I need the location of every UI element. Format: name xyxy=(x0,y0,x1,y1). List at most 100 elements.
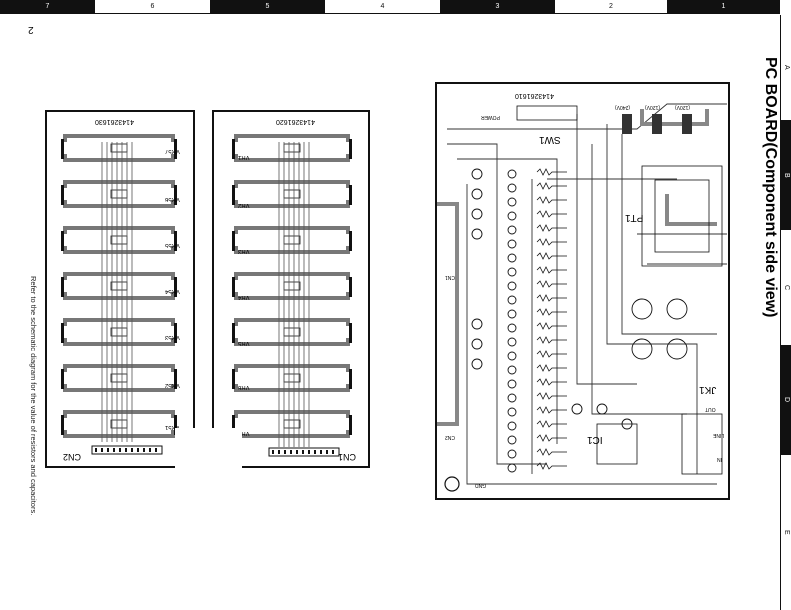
capacitor xyxy=(507,281,517,291)
transformer-label: PT1 xyxy=(625,212,644,223)
capacitor xyxy=(507,351,517,361)
capacitor xyxy=(471,318,483,330)
resistor xyxy=(536,210,567,218)
slider-footprint xyxy=(61,364,177,392)
slider-footprint xyxy=(232,318,352,346)
resistor xyxy=(536,294,567,302)
control-label: VR57 xyxy=(165,148,181,154)
column-label: 1 xyxy=(667,0,780,14)
capacitor xyxy=(507,211,517,221)
row-label: A xyxy=(781,15,791,120)
connector-label: CN2 xyxy=(445,434,456,440)
ic-label: IC1 xyxy=(587,434,603,445)
voltage-label: (120V) xyxy=(675,104,691,110)
capacitor xyxy=(666,298,688,320)
voltage-label: (120V) xyxy=(645,104,661,110)
voltage-label: (240V) xyxy=(615,104,631,110)
slider-footprint xyxy=(232,410,352,438)
capacitor xyxy=(507,267,517,277)
capacitor xyxy=(507,463,517,473)
resistor xyxy=(536,308,567,316)
slider-footprint xyxy=(61,410,177,438)
connector-label: CN1 xyxy=(338,452,357,462)
capacitor xyxy=(471,228,483,240)
main-pc-board: 4143261610 POWER SW1 PT1 JK1 CN1 CN2 GND… xyxy=(435,82,730,500)
resistor xyxy=(536,266,567,274)
capacitor xyxy=(507,309,517,319)
board-notch xyxy=(175,428,197,470)
capacitor xyxy=(507,169,517,179)
capacitor xyxy=(507,323,517,333)
capacitor xyxy=(507,183,517,193)
resistor xyxy=(536,378,567,386)
row-label: C xyxy=(781,230,791,345)
slider-footprint xyxy=(232,364,352,392)
control-label: VR56 xyxy=(165,196,181,202)
line-label: LINE xyxy=(713,432,725,438)
column-label: 6 xyxy=(95,0,210,14)
control-label: VR52 xyxy=(165,382,181,388)
ground-label: GND xyxy=(475,482,487,488)
capacitor xyxy=(471,188,483,200)
capacitor xyxy=(507,365,517,375)
capacitor xyxy=(507,421,517,431)
resistor xyxy=(536,196,567,204)
column-label: 5 xyxy=(210,0,325,14)
page-number: 2 xyxy=(28,24,34,35)
resistor xyxy=(536,322,567,330)
capacitor xyxy=(571,403,583,415)
row-label: B xyxy=(781,120,791,230)
row-label: E xyxy=(781,455,791,610)
middle-pc-board: 4143261620 CN1 VR1 VR2 VR3 VR4 VR5 VR6 V… xyxy=(212,110,370,468)
resistor xyxy=(536,434,567,442)
column-label: 7 xyxy=(0,0,95,14)
slider-footprint xyxy=(61,226,177,254)
capacitor xyxy=(507,435,517,445)
jack-label: JK1 xyxy=(699,384,717,395)
capacitor xyxy=(471,208,483,220)
power-label: POWER xyxy=(481,114,500,120)
control-label: VR53 xyxy=(165,334,181,340)
main-board-traces xyxy=(437,103,727,492)
capacitor xyxy=(471,338,483,350)
resistor xyxy=(536,280,567,288)
connector-label: CN1 xyxy=(445,274,456,280)
control-label: VR54 xyxy=(165,288,181,294)
control-label: VR3 xyxy=(238,248,250,254)
resistor xyxy=(536,420,567,428)
capacitor xyxy=(596,403,608,415)
slider-footprint xyxy=(61,272,177,300)
resistor xyxy=(536,168,567,176)
capacitor xyxy=(507,225,517,235)
row-ruler: A B C D E xyxy=(780,15,791,610)
control-label: VR2 xyxy=(238,202,250,208)
switch-label: SW1 xyxy=(539,134,561,145)
connector-label: CN2 xyxy=(63,452,82,462)
slider-footprint xyxy=(61,318,177,346)
control-label: VR55 xyxy=(165,242,181,248)
slider-footprint xyxy=(61,134,177,162)
slider-footprint xyxy=(61,180,177,208)
capacitor xyxy=(471,168,483,180)
control-label: VR5 xyxy=(238,340,250,346)
out-label: OUT xyxy=(705,406,716,412)
control-label: VR4 xyxy=(238,294,250,300)
middle-board-traces xyxy=(232,134,352,457)
resistor xyxy=(536,350,567,358)
slider-footprint xyxy=(232,180,352,208)
column-label: 3 xyxy=(440,0,555,14)
slider-footprint xyxy=(232,226,352,254)
capacitor xyxy=(507,393,517,403)
left-pc-board: 4143261630 CN2 VR57 VR56 VR55 VR54 VR53 … xyxy=(45,110,195,468)
capacitor xyxy=(507,379,517,389)
left-board-traces xyxy=(47,134,195,455)
capacitor xyxy=(471,358,483,370)
capacitor xyxy=(507,197,517,207)
capacitor xyxy=(507,295,517,305)
resistor xyxy=(536,406,567,414)
column-label: 4 xyxy=(325,0,440,14)
resistor xyxy=(536,182,567,190)
capacitor xyxy=(507,449,517,459)
resistor xyxy=(536,238,567,246)
capacitor xyxy=(507,407,517,417)
